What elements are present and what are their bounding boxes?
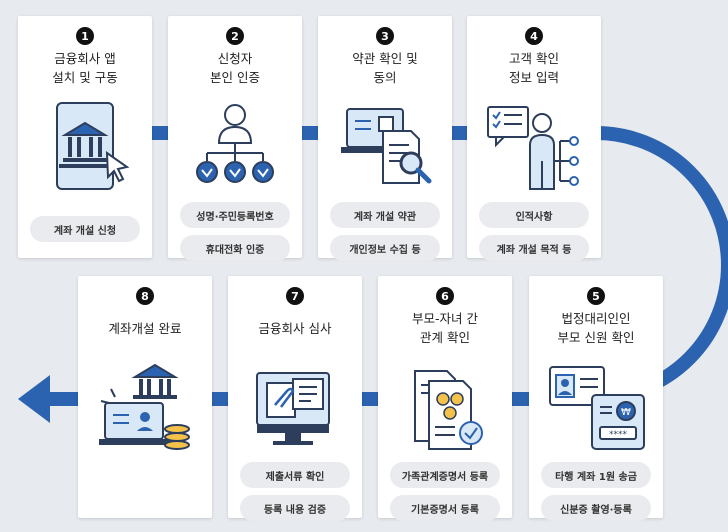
step-title: 신청자 본인 인증 xyxy=(210,51,260,85)
monitor-review-icon xyxy=(228,361,362,453)
detail-pill: 제출서류 확인 xyxy=(240,462,350,488)
step-number: 4 xyxy=(525,27,543,45)
step-number: 3 xyxy=(376,27,394,45)
step-number: 8 xyxy=(136,287,154,305)
person-verify-icon xyxy=(168,101,302,193)
step-card-2: 2 신청자 본인 인증 성명·주민등록번호 휴대전화 인증 xyxy=(168,16,302,261)
person-checklist-icon xyxy=(467,101,601,193)
step-title: 약관 확인 및 동의 xyxy=(352,51,418,85)
detail-pill: 휴대전화 인증 xyxy=(180,235,290,261)
detail-pill: 계좌 개설 약관 xyxy=(330,202,440,228)
detail-pill: 등록 내용 검증 xyxy=(240,495,350,521)
step-card-4: 4 고객 확인 정보 입력 인적사항 계좌 개설 목적 등 xyxy=(467,16,601,261)
step-number: 5 xyxy=(587,287,605,305)
step-card-8: 8 계좌개설 완료 xyxy=(78,276,212,518)
step-title: 고객 확인 정보 입력 xyxy=(509,51,559,85)
step-number: 6 xyxy=(436,287,454,305)
detail-pill: 성명·주민등록번호 xyxy=(180,202,290,228)
step-title: 금융회사 심사 xyxy=(258,321,332,336)
step-card-3: 3 약관 확인 및 동의 계좌 개설 약관 개인정보 수집 등 xyxy=(318,16,452,261)
document-search-icon xyxy=(318,101,452,193)
final-arrow-head xyxy=(18,375,50,423)
step-card-7: 7 금융회사 심사 제출서류 확인 등록 내용 검증 xyxy=(228,276,362,521)
svg-text:****: **** xyxy=(609,430,628,440)
detail-pill: 기본증명서 등록 xyxy=(390,495,500,521)
step-number: 2 xyxy=(226,27,244,45)
detail-pill: 계좌 개설 목적 등 xyxy=(479,235,589,261)
step-card-5: 5 법정대리인인 부모 신원 확인 ₩ **** 타행 계좌 1원 송금 신분증… xyxy=(529,276,663,521)
detail-pill: 타행 계좌 1원 송금 xyxy=(541,462,651,488)
phone-bank-icon xyxy=(18,101,152,193)
step-title: 금융회사 앱 설치 및 구동 xyxy=(52,51,118,85)
step-number: 1 xyxy=(76,27,94,45)
detail-pill: 인적사항 xyxy=(479,202,589,228)
id-payment-icon: ₩ **** xyxy=(529,361,663,453)
svg-text:₩: ₩ xyxy=(621,407,631,418)
step-title: 부모-자녀 간 관계 확인 xyxy=(412,311,478,345)
step-card-6: 6 부모-자녀 간 관계 확인 가족관계증명서 등록 기본증명서 등록 xyxy=(378,276,512,521)
detail-pill: 계좌 개설 신청 xyxy=(30,216,140,242)
detail-pill: 개인정보 수집 등 xyxy=(330,235,440,261)
step-title: 계좌개설 완료 xyxy=(108,321,182,336)
detail-pill: 신분증 촬영·등록 xyxy=(541,495,651,521)
step-number: 7 xyxy=(286,287,304,305)
step-card-1: 1 금융회사 앱 설치 및 구동 계좌 개설 신청 xyxy=(18,16,152,258)
detail-pill: 가족관계증명서 등록 xyxy=(390,462,500,488)
final-arrow-shaft xyxy=(44,392,82,406)
bank-complete-icon xyxy=(78,361,212,453)
family-document-icon xyxy=(378,361,512,453)
step-title: 법정대리인인 부모 신원 확인 xyxy=(557,311,635,345)
